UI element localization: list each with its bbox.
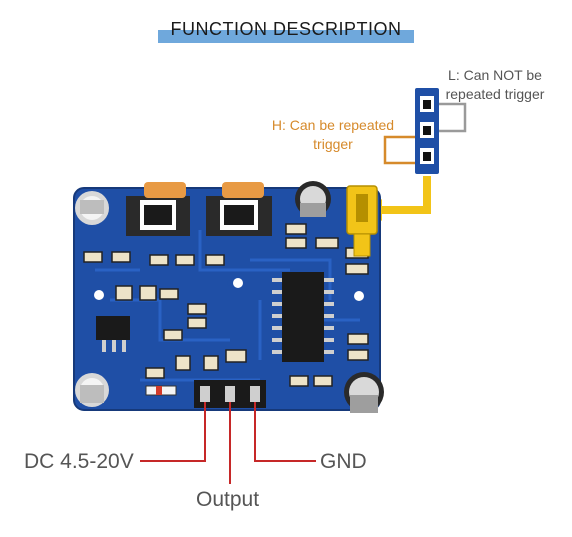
ic-chip: [272, 272, 334, 362]
capacitor-bottom-left: [75, 373, 109, 407]
capacitor-top-left: [75, 191, 109, 225]
jumper-l-label-line2: repeated trigger: [445, 86, 545, 102]
jumper-h-label-line2: trigger: [313, 136, 353, 152]
jumper-enlarged: [415, 88, 439, 174]
pin-output-label: Output: [196, 488, 260, 511]
diode: [145, 385, 177, 396]
jumper-h-bracket: [383, 135, 431, 165]
potentiometer-left: [126, 182, 190, 236]
potentiometer-right: [206, 182, 272, 236]
jumper-l-label: L: Can NOT be repeated trigger: [436, 66, 554, 104]
onboard-jumper: [346, 185, 378, 257]
voltage-regulator: [96, 316, 130, 352]
smd-components: [83, 223, 369, 387]
pin-dc-line: [140, 402, 206, 462]
jumper-l-bracket: [431, 102, 467, 133]
pin-gnd-line: [254, 402, 316, 462]
capacitor-top-middle: [295, 181, 331, 217]
jumper-h-label: H: Can be repeated trigger: [262, 116, 404, 154]
diagram-title: FUNCTION DESCRIPTION: [170, 19, 402, 39]
capacitor-bottom-right: [344, 372, 384, 413]
pin-gnd-label: GND: [320, 450, 367, 473]
jumper-l-label-line1: L: Can NOT be: [448, 67, 542, 83]
pin-dc-label: DC 4.5-20V: [24, 450, 134, 473]
title-highlight-bar: [158, 30, 414, 43]
jumper-h-label-line1: H: Can be repeated: [271, 117, 395, 133]
